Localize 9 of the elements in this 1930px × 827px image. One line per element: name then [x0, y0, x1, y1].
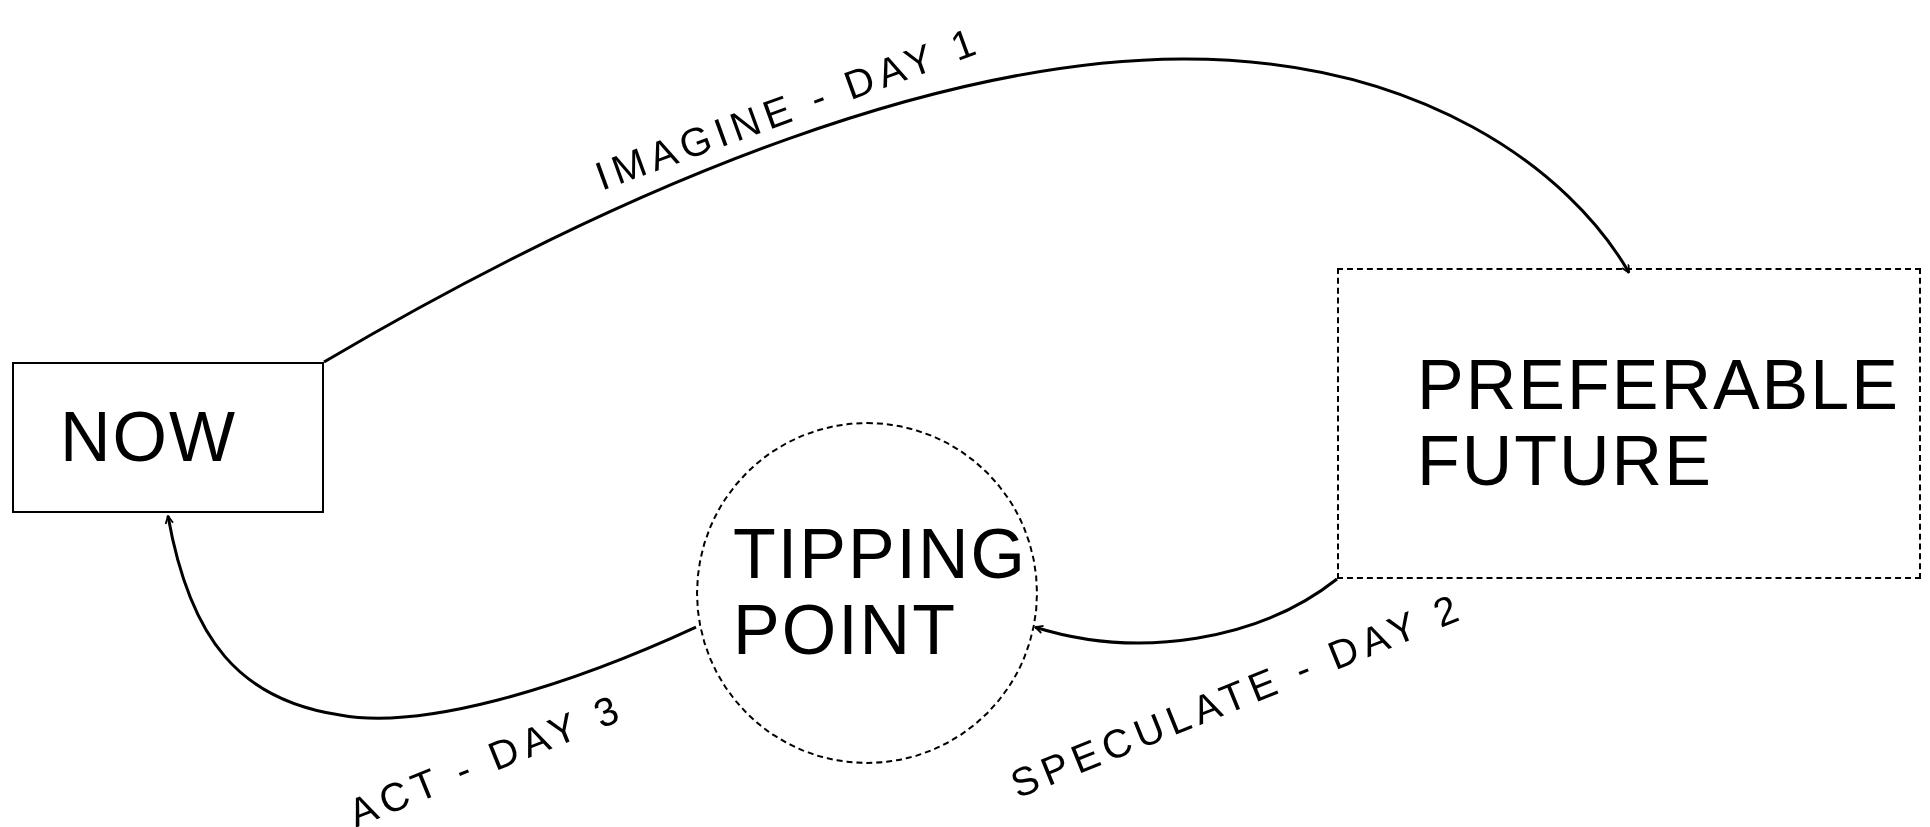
- node-label: NOW: [60, 399, 238, 476]
- node-label: TIPPING POINT: [733, 517, 1028, 669]
- process-box: [12, 362, 324, 513]
- curved-arrow: [164, 515, 697, 720]
- edge-label: ACT - DAY 3: [341, 684, 630, 827]
- curved-arrow: [1034, 577, 1338, 645]
- dashed-box: [1337, 268, 1921, 579]
- curved-arrow: [323, 57, 1631, 364]
- node-label: PREFERABLE FUTURE: [1417, 347, 1901, 500]
